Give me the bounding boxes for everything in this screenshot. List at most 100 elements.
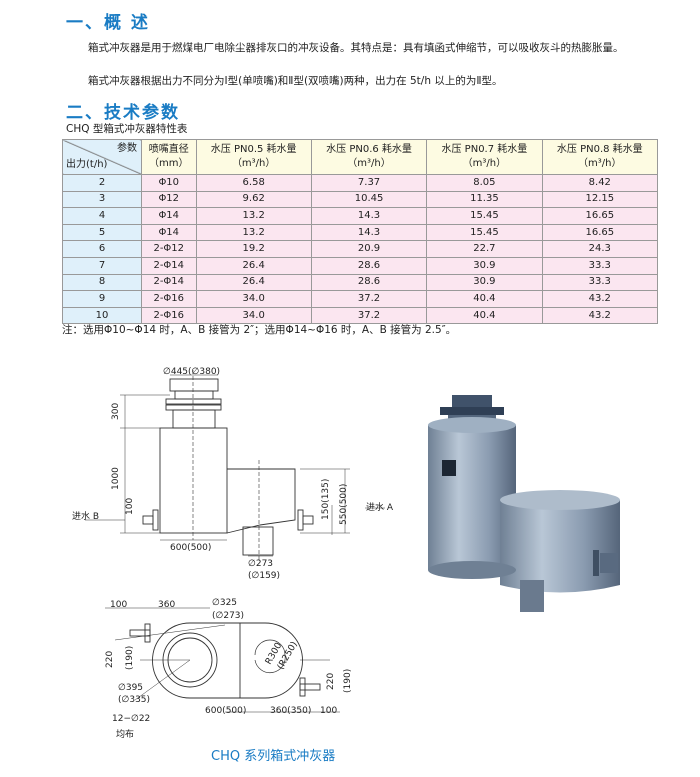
dim-outlet-159: (∅159): [248, 571, 280, 581]
corner-header: 参数出力(t/h): [62, 139, 142, 175]
value-cell: 43.2: [541, 306, 659, 325]
dim-190-left: (190): [125, 646, 135, 670]
dim-height-550: 550(500): [339, 484, 349, 525]
column-header: 水压 PN0.8 耗水量 （m³/h）: [541, 139, 659, 175]
value-cell: 13.2: [195, 207, 312, 225]
table-note: 注：选用Φ10~Φ14 时，A、B 接管为 2″；选用Φ14~Φ16 时，A、B…: [62, 324, 457, 336]
column-header-line: 水压 PN0.8 耗水量: [556, 144, 643, 155]
capacity-cell: 7: [62, 256, 142, 275]
dim-height-1000: 1000: [111, 467, 121, 490]
value-cell: 30.9: [426, 256, 543, 275]
value-cell: 12.15: [541, 190, 659, 209]
capacity-cell: 5: [62, 223, 142, 242]
value-cell: 19.2: [195, 240, 312, 258]
overview-paragraph-2: 箱式冲灰器根据出力不同分为Ⅰ型(单喷嘴)和Ⅱ型(双喷嘴)两种，出力在 5t/h …: [88, 75, 503, 87]
capacity-cell: 9: [62, 290, 142, 308]
value-cell: Φ12: [141, 190, 197, 209]
value-cell: 34.0: [195, 306, 312, 325]
column-header-line: 水压 PN0.6 耗水量: [326, 144, 412, 155]
column-header-line: 水压 PN0.7 耗水量: [441, 144, 528, 155]
dim-diameter-335: (∅335): [118, 695, 150, 705]
column-header-line: （m³/h）: [462, 158, 507, 169]
value-cell: 26.4: [195, 256, 312, 275]
value-cell: 6.58: [195, 174, 312, 192]
corner-top-label: 参数: [117, 143, 137, 154]
dim-100-right: 100: [320, 706, 337, 716]
value-cell: 26.4: [195, 273, 312, 292]
value-cell: 14.3: [310, 223, 428, 242]
column-header-line: （m³/h）: [578, 158, 622, 169]
value-cell: 33.3: [541, 273, 659, 292]
dim-360-left: 360: [158, 600, 175, 610]
column-header-line: （m³/h）: [347, 158, 391, 169]
value-cell: 37.2: [310, 290, 428, 308]
spec-table: 参数出力(t/h) 喷嘴直径 （mm） 水压 PN0.5 耗水量（m³/h） 水压 P…: [62, 139, 659, 325]
inlet-a-label: 进水 A: [366, 501, 394, 513]
column-header: 水压 PN0.5 耗水量（m³/h）: [195, 139, 312, 175]
dim-360-bottom: 360(350): [270, 706, 311, 716]
capacity-cell: 6: [62, 240, 142, 258]
value-cell: 40.4: [426, 306, 543, 325]
capacity-cell: 2: [62, 174, 142, 192]
bolt-holes-label: 12−∅22: [112, 714, 150, 724]
value-cell: 28.6: [310, 273, 428, 292]
value-cell: 14.3: [310, 207, 428, 225]
dim-top-diameter: ∅445(∅380): [163, 367, 220, 377]
plan-drawing: [105, 607, 340, 713]
overview-paragraph-1: 箱式冲灰器是用于燃煤电厂电除尘器排灰口的冲灰设备。其特点是：具有填函式伸缩节，可…: [88, 42, 624, 54]
table-caption: CHQ 型箱式冲灰器特性表: [66, 123, 188, 135]
value-cell: 24.3: [541, 240, 659, 258]
value-cell: 37.2: [310, 306, 428, 325]
column-header-line: （mm）: [149, 158, 189, 169]
dim-height-150: 150(135): [321, 479, 331, 520]
column-header-line: （m³/h）: [231, 158, 276, 169]
evenly-distributed-label: 均布: [116, 728, 134, 740]
dim-220-right: 220: [326, 673, 336, 690]
dim-100-left: 100: [110, 600, 127, 610]
product-photo: [428, 395, 620, 612]
value-cell: 34.0: [195, 290, 312, 308]
value-cell: 16.65: [541, 223, 659, 242]
capacity-cell: 10: [62, 306, 142, 325]
capacity-cell: 8: [62, 273, 142, 292]
dim-diameter-395: ∅395: [118, 683, 143, 693]
value-cell: 22.7: [426, 240, 543, 258]
dim-220-left: 220: [105, 651, 115, 668]
section-heading-specs: 二、技术参数: [66, 103, 180, 123]
corner-bottom-label: 出力(t/h): [66, 159, 108, 170]
dim-diameter-273: (∅273): [212, 611, 244, 621]
dim-height-100: 100: [125, 498, 135, 515]
value-cell: 40.4: [426, 290, 543, 308]
value-cell: Φ10: [141, 174, 197, 192]
value-cell: 9.62: [195, 190, 312, 209]
value-cell: 10.45: [310, 190, 428, 209]
value-cell: 2-Φ16: [141, 306, 197, 325]
value-cell: Φ14: [141, 223, 197, 242]
column-header-line: 喷嘴直径: [148, 144, 189, 155]
dim-diameter-325: ∅325: [212, 598, 237, 608]
value-cell: 33.3: [541, 256, 659, 275]
dim-600-bottom: 600(500): [205, 706, 246, 716]
value-cell: 8.05: [426, 174, 543, 192]
capacity-cell: 4: [62, 207, 142, 225]
value-cell: 43.2: [541, 290, 659, 308]
dim-outlet-273: ∅273: [248, 559, 273, 569]
dim-width-600: 600(500): [170, 543, 211, 553]
value-cell: 28.6: [310, 256, 428, 275]
value-cell: 8.42: [541, 174, 659, 192]
dim-height-300: 300: [111, 403, 121, 420]
value-cell: 15.45: [426, 223, 543, 242]
section-heading-overview: 一、概 述: [66, 13, 150, 33]
figure-caption: CHQ 系列箱式冲灰器: [211, 748, 335, 764]
